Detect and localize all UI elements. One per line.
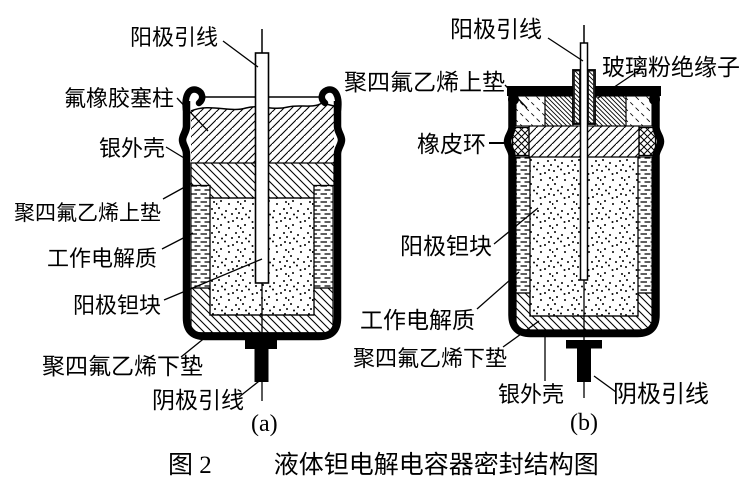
b-rubber-ring-right: [638, 126, 657, 157]
label-b-cathode-lead: 阴极引线: [613, 382, 709, 408]
b-top-cap-left: [507, 86, 573, 96]
b-cathode-stub-wide: [566, 340, 602, 349]
label-a-silver-case: 银外壳: [99, 136, 166, 161]
label-a-ptfe-upper-pad: 聚四氟乙烯上垫: [14, 201, 161, 225]
label-a-anode-lead: 阳极引线: [130, 25, 219, 50]
b-top-cap-right: [595, 86, 661, 96]
label-a-working-electrolyte: 工作电解质: [47, 246, 158, 271]
label-a-cathode-lead: 阴极引线: [152, 388, 244, 413]
b-glass-insulator-left: [544, 95, 574, 127]
b-ptfe-upper-pad-right: [625, 95, 653, 127]
a-electrolyte-right: [313, 184, 334, 289]
label-b-working-electrolyte: 工作电解质: [360, 308, 475, 333]
label-a-fluororubber-plug: 氟橡胶塞柱: [64, 86, 175, 111]
figure-caption: 图 2 液体钽电解电容器密封结构图: [168, 445, 599, 481]
a-rim-hook-left: [182, 86, 206, 114]
b-anode-lead-rod: [579, 42, 589, 281]
label-a-ptfe-lower-pad: 聚四氟乙烯下垫: [42, 354, 203, 379]
label-a-anode-tantalum-block: 阳极钽块: [73, 293, 162, 318]
b-glass-insulator-right: [594, 95, 627, 127]
label-b-rubber-ring: 橡皮环: [417, 132, 486, 157]
subfigure-tag-a: (a): [251, 411, 278, 437]
a-ptfe-lower-pad-region: [190, 287, 334, 334]
b-cathode-stub-rod: [577, 348, 591, 382]
label-b-anode-lead: 阳极引线: [450, 17, 542, 42]
b-electrolyte-right: [637, 156, 653, 294]
label-b-ptfe-lower-pad: 聚四氟乙烯下垫: [353, 346, 508, 371]
a-electrolyte-left: [190, 184, 211, 289]
a-rim-hook-right: [318, 86, 342, 114]
a-cathode-stub-wide: [245, 340, 277, 349]
leader-lines: [161, 37, 642, 398]
label-b-glass-powder-insulator: 玻璃粉绝缘子: [602, 55, 740, 80]
a-anode-lead-rod: [254, 52, 270, 284]
b-rubber-ring-left: [511, 126, 530, 157]
capacitor-b: [503, 25, 665, 398]
label-b-anode-tantalum-block: 阳极钽块: [400, 234, 492, 259]
a-cathode-stub-rod: [254, 349, 269, 382]
figure-caption-title: 液体钽电解电容器密封结构图: [273, 452, 599, 479]
label-b-silver-case: 银外壳: [498, 382, 565, 407]
label-b-ptfe-upper-pad: 聚四氟乙烯上垫: [344, 70, 505, 95]
capacitor-a: [178, 29, 346, 401]
figure-caption-number: 图 2: [168, 452, 212, 479]
subfigure-tag-b: (b): [570, 410, 598, 436]
